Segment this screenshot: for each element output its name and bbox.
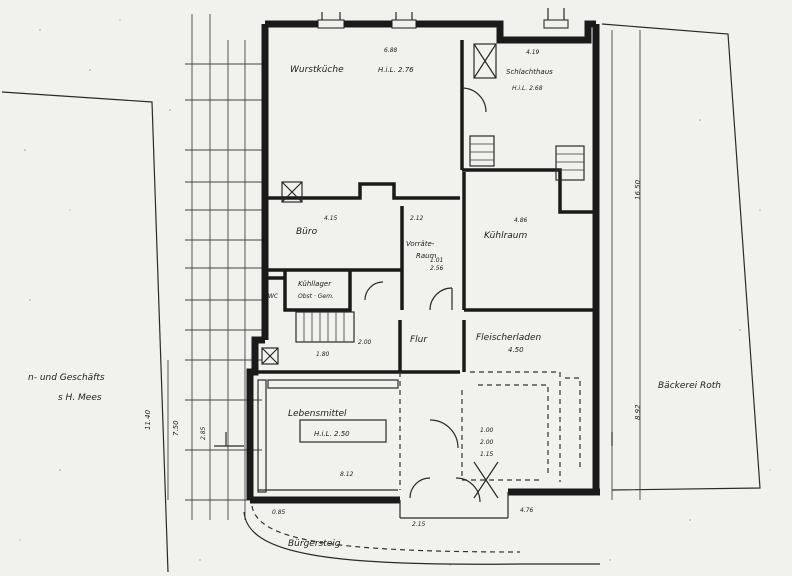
dim-left-sub: 2.85 <box>200 426 207 440</box>
label-buergersteig: Bürgersteig <box>288 539 341 549</box>
label-baeckerei: Bäckerei Roth <box>658 381 721 391</box>
room-labels: Wurstküche H.i.L. 2.76 Schlachthaus H.i.… <box>28 65 721 549</box>
stairs <box>295 135 585 343</box>
room-kuehllager-line1: Kühllager <box>298 280 332 288</box>
room-wurstkueche: Wurstküche <box>290 65 344 75</box>
shop-counters <box>399 371 581 490</box>
paper-specks <box>19 19 771 566</box>
dim-vorraete-h2: 2.56 <box>430 265 444 272</box>
room-wc: WC <box>268 293 279 300</box>
neighbor-building-left <box>1 91 169 573</box>
room-flur: Flur <box>410 335 428 345</box>
dimension-labels: 6.88 4.19 4.15 2.12 4.86 1.01 2.56 2.00 … <box>144 47 642 528</box>
room-schlachthaus-height: H.i.L. 2.68 <box>512 85 543 92</box>
neighbor-building-right <box>601 23 761 500</box>
shafts <box>261 43 497 365</box>
section-marker <box>214 432 613 447</box>
dim-left-total: 11.40 <box>144 409 152 430</box>
room-kuehlraum: Kühlraum <box>484 231 527 241</box>
dim-right-total: 8.92 <box>634 404 642 420</box>
dim-schlachthaus-width: 4.19 <box>526 49 540 56</box>
dim-kuehlraum-width: 4.86 <box>514 217 528 224</box>
dim-left-seg: 7.50 <box>172 420 180 436</box>
dim-entry-1: 1.00 <box>480 427 494 434</box>
room-lebensmittel: Lebensmittel <box>288 409 347 419</box>
dim-lebensmittel: 8.12 <box>340 471 354 478</box>
grocery-shelves <box>257 379 399 493</box>
room-vorraete-line1: Vorräte- <box>406 240 435 248</box>
sidewalk <box>243 492 600 565</box>
top-windows <box>317 8 569 29</box>
inner-walls <box>255 40 596 374</box>
outer-walls <box>246 20 600 504</box>
dim-wurstkueche-width: 6.88 <box>384 47 398 54</box>
dim-fleischerladen: 4.50 <box>508 346 524 354</box>
room-wurstkueche-height: H.i.L. 2.76 <box>378 66 414 74</box>
door-swings <box>364 87 499 503</box>
left-dimension-chain <box>167 14 262 520</box>
dim-entry-2: 2.00 <box>480 439 494 446</box>
dim-lm-small: 2.15 <box>412 521 426 528</box>
label-neighbor-line2: s H. Mees <box>58 393 102 403</box>
dim-vorraete-width: 2.12 <box>410 215 424 222</box>
dim-buero-width: 4.15 <box>324 215 338 222</box>
dim-front-b: 4.76 <box>520 507 534 514</box>
dim-vorraete-h1: 1.01 <box>430 257 443 264</box>
dim-entry-3: 1.15 <box>480 451 494 458</box>
room-buero: Büro <box>296 227 318 237</box>
room-kuehllager-line2: Obst · Gem. <box>298 293 334 300</box>
room-vorraete-line2: Raum <box>416 252 437 260</box>
dim-flur-depth: 2.00 <box>358 339 372 346</box>
room-schlachthaus: Schlachthaus <box>506 68 553 76</box>
dim-kuehllager-w: 1.80 <box>316 351 330 358</box>
room-lebensmittel-height: H.i.L. 2.50 <box>314 430 350 438</box>
dim-right-depth: 16.50 <box>634 179 642 200</box>
dim-front-a: 0.85 <box>272 509 286 516</box>
label-neighbor-line1: n- und Geschäfts <box>28 373 105 383</box>
room-fleischerladen: Fleischerladen <box>476 333 542 343</box>
